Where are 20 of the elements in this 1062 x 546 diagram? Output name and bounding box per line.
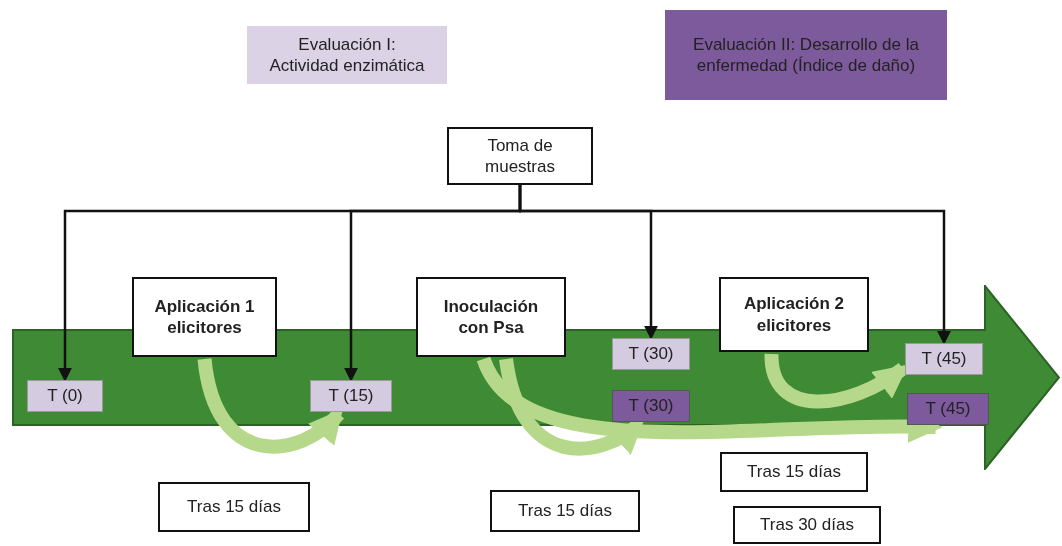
time-label: T (45) [905, 343, 983, 375]
step-box: Tras 30 días [733, 506, 881, 544]
step-box: Tras 15 días [490, 490, 640, 532]
time-label: T (30) [612, 338, 690, 370]
evaluation-label: Evaluación I: Actividad enzimática [247, 26, 447, 84]
step-box: Aplicación 2 elicitores [719, 277, 869, 352]
arrow [477, 355, 943, 444]
time-label: T (0) [27, 380, 103, 412]
step-box: Aplicación 1 elicitores [132, 277, 277, 357]
time-label: T (30) [612, 390, 690, 422]
time-label: T (45) [907, 393, 989, 425]
step-box: Tras 15 días [158, 482, 310, 532]
arrow [197, 357, 344, 454]
evaluation-label: Evaluación II: Desarrollo de la enfermedad (Índice de daño) [665, 10, 947, 100]
step-box: Toma de muestras [447, 127, 593, 185]
step-box: Tras 15 días [720, 452, 868, 492]
time-label: T (15) [310, 380, 392, 412]
step-box: Inoculación con Psa [416, 277, 566, 357]
arrow [499, 357, 645, 456]
arrow [518, 185, 951, 345]
